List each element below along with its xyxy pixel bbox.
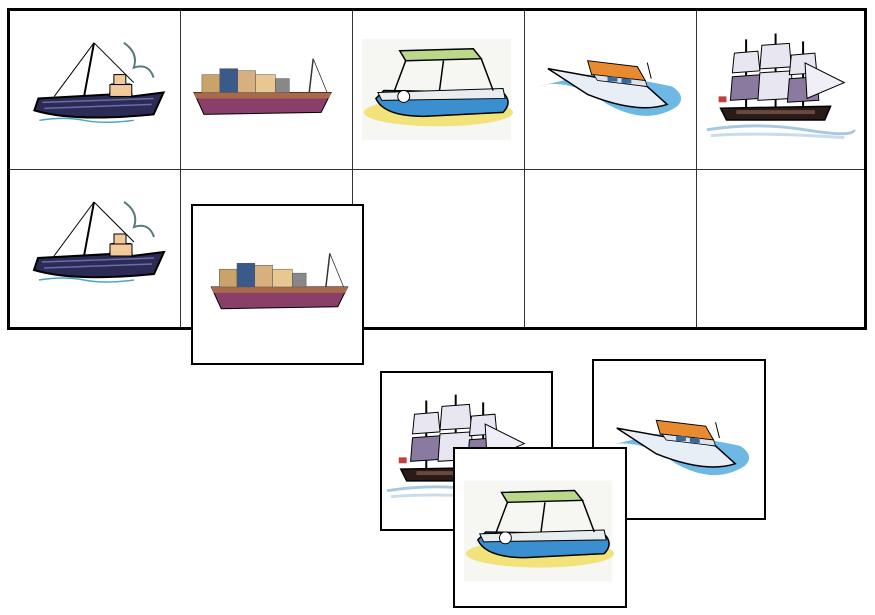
board-cell-r1-c2[interactable] [181,11,353,170]
board-cell-r1-c4[interactable] [525,11,697,170]
board-cell-r2-c1[interactable] [10,170,181,327]
board-cell-r2-c3[interactable] [353,170,525,327]
pedal-boat-icon [361,38,514,141]
board-cell-r2-c4[interactable] [525,170,697,327]
board-cell-r1-c3[interactable] [353,11,525,170]
fishing-trawler-icon [33,41,165,124]
board-cell-r1-c5[interactable] [697,11,864,170]
board-cell-r1-c1[interactable] [10,11,181,170]
cargo-ship-icon [193,57,332,116]
sailing-ship-icon [705,32,856,140]
board-cell-r2-c5[interactable] [697,170,864,327]
game-board [7,8,867,330]
draggable-card-cargo-ship[interactable] [191,204,364,365]
fishing-trawler-icon [33,201,165,283]
draggable-card-pedal-boat[interactable] [453,447,627,608]
pedal-boat-icon [463,479,615,583]
cargo-ship-icon [210,252,349,310]
motor-yacht-icon [537,59,682,117]
